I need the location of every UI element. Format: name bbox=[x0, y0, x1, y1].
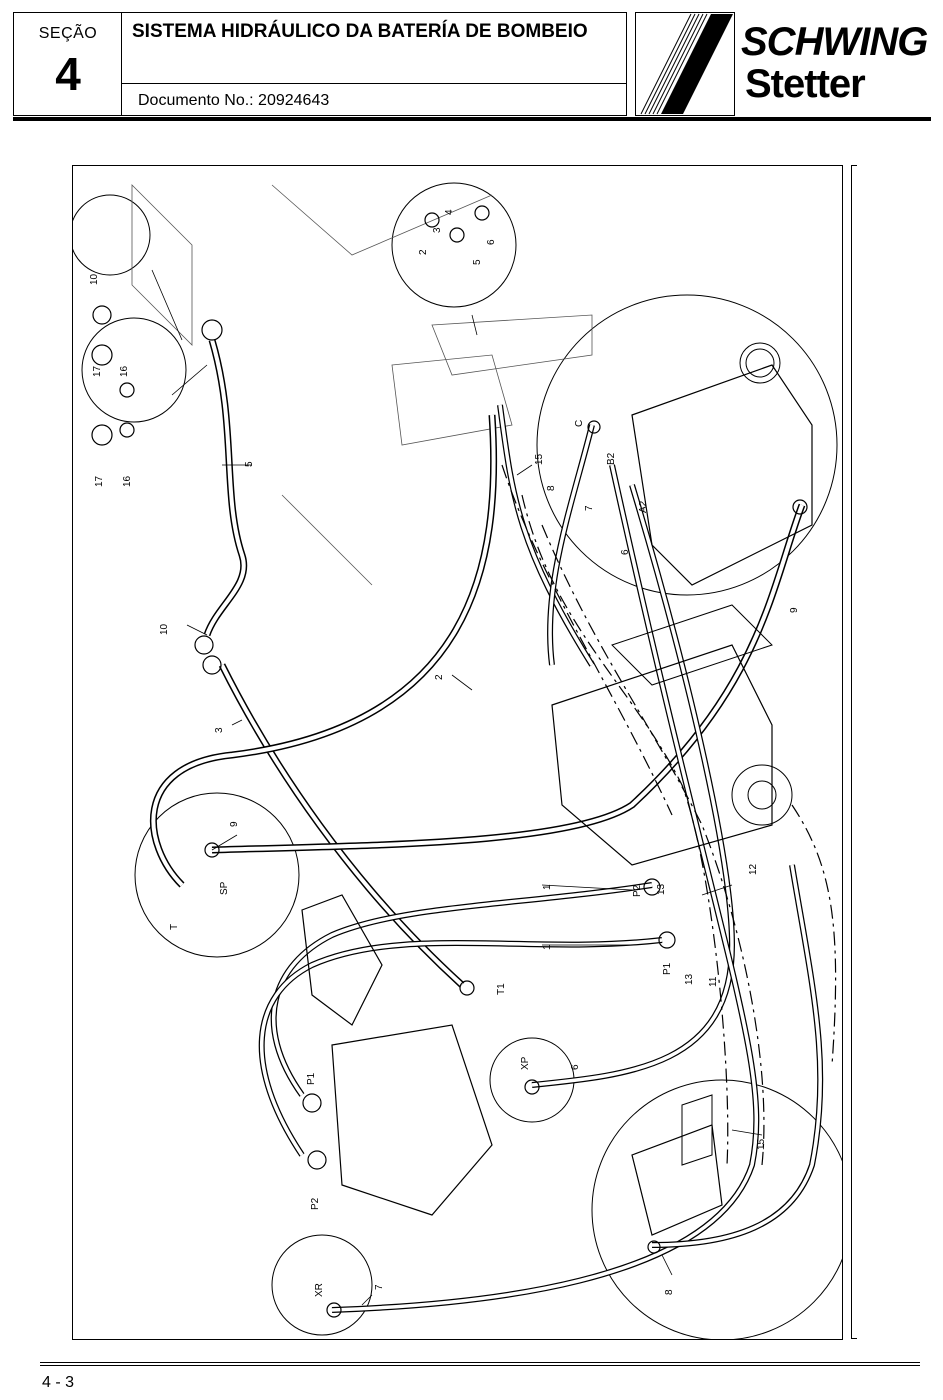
callout-label: 9 bbox=[789, 607, 800, 613]
hose-1-lower bbox=[258, 937, 663, 1157]
callout-label: 13 bbox=[684, 973, 695, 985]
callout-label: 17 bbox=[94, 475, 105, 487]
callout-label: B2 bbox=[606, 452, 617, 465]
callout-label: T bbox=[169, 924, 180, 930]
callout-label: 10 bbox=[159, 623, 170, 635]
pump-body bbox=[551, 644, 773, 866]
callout-label: 16 bbox=[119, 365, 130, 377]
callout-label: XR bbox=[314, 1283, 325, 1297]
callout-label: T1 bbox=[496, 983, 507, 995]
diagram-callouts: 10 17 16 17 16 5 10 3 2 9 T SP 1 1 P2 P1… bbox=[89, 209, 800, 1297]
callout-label: 8 bbox=[664, 1289, 675, 1295]
footer-rule bbox=[40, 1365, 920, 1366]
callout-label: 1 bbox=[542, 944, 553, 950]
detail-circle-tp-ports bbox=[134, 792, 300, 958]
side-tick-bottom bbox=[851, 1338, 857, 1339]
valve-block-bottom bbox=[631, 1124, 723, 1236]
detail-circle-manifold-top bbox=[391, 182, 517, 308]
section-box: SEÇÃO 4 bbox=[13, 12, 121, 116]
logo-line-2: Stetter bbox=[745, 62, 866, 106]
callout-label: 9 bbox=[229, 821, 240, 827]
detail-circle-fittings-left bbox=[81, 317, 187, 423]
callout-label: 8 bbox=[546, 485, 557, 491]
callout-label: A2 bbox=[638, 500, 649, 513]
hose-1-upper bbox=[270, 882, 653, 1097]
callout-label: 5 bbox=[472, 259, 483, 265]
page-header: SEÇÃO 4 SISTEMA HIDRÁULICO DA BATERÍA DE… bbox=[13, 12, 929, 118]
hydraulic-diagram: 10 17 16 17 16 5 10 3 2 9 T SP 1 1 P2 P1… bbox=[72, 182, 843, 1340]
callout-label: P2 bbox=[310, 1197, 321, 1210]
callout-label: 2 bbox=[418, 249, 429, 255]
callout-label: C bbox=[574, 420, 585, 427]
hose-6 bbox=[531, 484, 736, 1088]
callout-label: 6 bbox=[620, 549, 631, 555]
title-box: SISTEMA HIDRÁULICO DA BATERÍA DE BOMBEIO… bbox=[121, 12, 627, 116]
hose-5 bbox=[203, 339, 248, 637]
section-number: 4 bbox=[55, 48, 81, 100]
document-number-row: Documento No.: 20924643 bbox=[122, 83, 626, 117]
callout-label: 3 bbox=[214, 727, 225, 733]
brand-logo-text: SCHWING Stetter bbox=[741, 20, 931, 116]
callout-label: 15 bbox=[756, 1138, 767, 1150]
logo-line-1: SCHWING bbox=[741, 20, 928, 64]
callout-label: 6 bbox=[486, 239, 497, 245]
page-number: 4 - 3 bbox=[42, 1374, 75, 1391]
drawing-frame bbox=[72, 165, 843, 1340]
callout-label: 16 bbox=[122, 475, 133, 487]
callout-label: P1 bbox=[306, 1072, 317, 1085]
callout-label: 3 bbox=[432, 227, 443, 233]
side-margin-line bbox=[851, 165, 852, 1338]
callout-label: 6 bbox=[570, 1064, 581, 1070]
callout-label: P2 bbox=[632, 884, 643, 897]
schwing-logo-icon bbox=[635, 12, 735, 116]
hose-3 bbox=[218, 663, 465, 988]
callout-label: 2 bbox=[434, 674, 445, 680]
valve-block bbox=[631, 364, 813, 586]
document-title: SISTEMA HIDRÁULICO DA BATERÍA DE BOMBEIO bbox=[132, 21, 588, 42]
callout-label: 1 bbox=[542, 884, 553, 890]
callout-label: 5 bbox=[244, 461, 255, 467]
side-tick-top bbox=[851, 165, 857, 166]
detail-circle-bottom-right bbox=[591, 1079, 843, 1340]
callout-label: 11 bbox=[708, 976, 719, 987]
control-block bbox=[331, 1024, 493, 1216]
document-number: Documento No.: 20924643 bbox=[138, 92, 330, 109]
callout-label: 17 bbox=[92, 365, 103, 377]
callout-label: 7 bbox=[374, 1284, 385, 1290]
detail-circle-xr bbox=[271, 1234, 373, 1336]
callout-label: 4 bbox=[444, 209, 455, 215]
callout-label: 13 bbox=[656, 883, 667, 895]
footer-rule bbox=[40, 1362, 920, 1363]
detail-circle-fittings-top bbox=[72, 194, 151, 276]
detail-circle-valve-block bbox=[536, 294, 838, 596]
callout-label: SP bbox=[219, 881, 230, 895]
callout-label: 10 bbox=[89, 273, 100, 285]
callout-label: 7 bbox=[584, 505, 595, 511]
callout-label: XP bbox=[520, 1056, 531, 1070]
callout-label: 15 bbox=[534, 453, 545, 465]
callout-label: 12 bbox=[748, 863, 759, 875]
manifold-block-left bbox=[301, 894, 383, 1026]
callout-label: P1 bbox=[662, 962, 673, 975]
section-label: SEÇÃO bbox=[38, 25, 98, 42]
header-rule bbox=[13, 117, 931, 121]
